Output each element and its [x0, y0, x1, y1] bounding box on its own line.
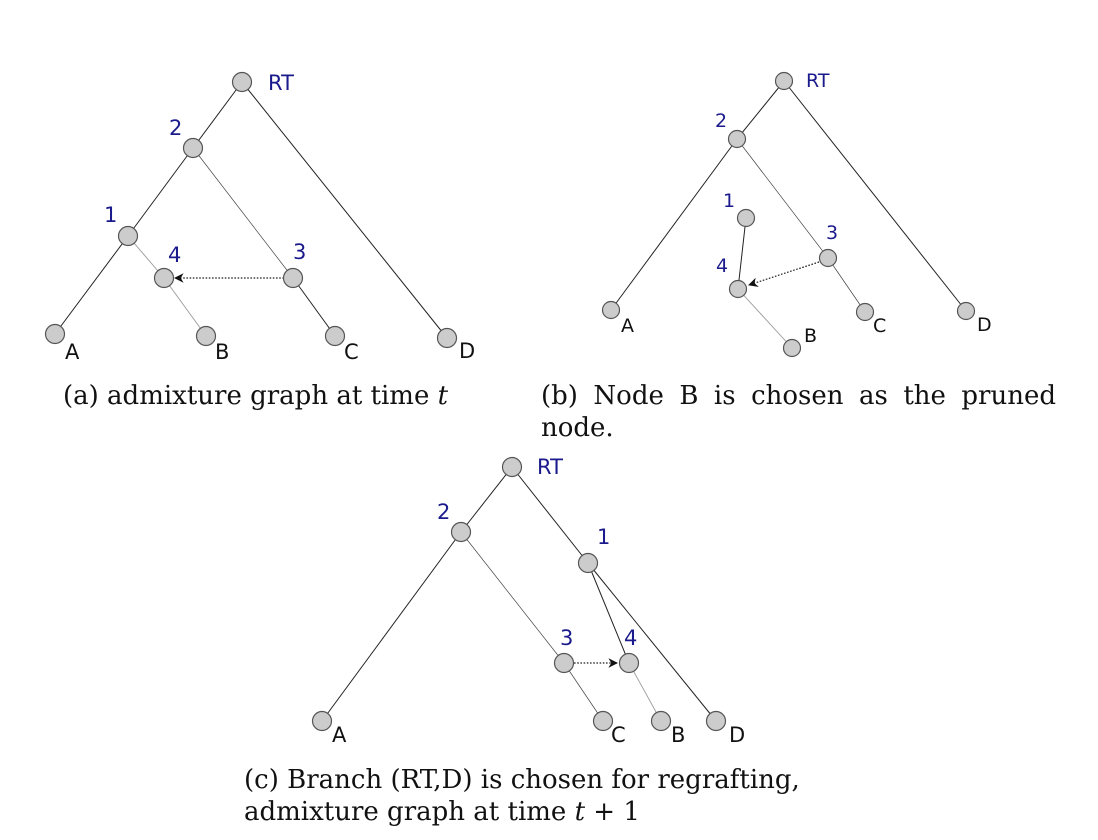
edge-2-a — [321, 531, 462, 722]
node-a — [311, 710, 333, 732]
edge-3-c — [292, 277, 336, 337]
edge-4-b — [163, 277, 207, 337]
caption-panel-a: (a) admixture graph at time t — [63, 380, 448, 412]
edge-rt-2 — [460, 466, 513, 533]
label-4: 4 — [624, 626, 637, 650]
node-c — [592, 710, 614, 732]
caption-a-var: t — [437, 381, 449, 411]
caption-panel-c: (c) Branch (RT,D) is chosen for regrafti… — [244, 764, 800, 828]
node-a — [44, 323, 66, 345]
edge-2-3 — [192, 147, 294, 279]
node-c — [855, 302, 875, 322]
admixture-arrow-3-to-4 — [748, 261, 820, 287]
edge-1-d — [587, 562, 717, 722]
label-c: C — [611, 723, 626, 747]
edge-1-4 — [587, 562, 630, 664]
panel-a-graph: RT 2 1 4 3 A B C D — [44, 71, 475, 364]
caption-c-line2-suffix: + 1 — [593, 797, 640, 827]
node-rt — [231, 71, 253, 93]
label-3: 3 — [293, 240, 306, 264]
node-3 — [818, 248, 838, 268]
node-d — [436, 327, 458, 349]
label-c: C — [344, 340, 359, 364]
label-2: 2 — [715, 110, 727, 132]
edge-1-a — [54, 235, 129, 335]
label-c: C — [873, 315, 886, 337]
label-2: 2 — [437, 500, 450, 524]
caption-c-line2-var: t — [574, 797, 586, 827]
edge-2-a — [610, 138, 738, 311]
label-4: 4 — [716, 255, 728, 277]
node-2 — [182, 137, 204, 159]
node-2 — [450, 521, 472, 543]
node-4 — [153, 267, 175, 289]
caption-c-line2: admixture graph at time t + 1 — [244, 796, 800, 828]
node-c — [324, 325, 346, 347]
label-3: 3 — [826, 222, 838, 244]
label-d: D — [977, 314, 992, 336]
edge-3-c — [827, 257, 866, 313]
edge-4-b — [737, 288, 793, 349]
edge-rt-d — [783, 80, 967, 312]
label-4: 4 — [168, 243, 181, 267]
panel-c-graph: RT 2 1 3 4 A C B D — [311, 455, 745, 747]
node-3 — [553, 652, 575, 674]
edge-3-c — [563, 662, 604, 722]
label-rt: RT — [806, 70, 830, 92]
label-d: D — [459, 339, 475, 363]
edge-rt-1 — [511, 466, 589, 564]
caption-panel-b: (b) Node B is chosen as the pruned node. — [541, 380, 1056, 444]
label-1: 1 — [597, 525, 610, 549]
label-1: 1 — [104, 203, 117, 227]
node-a — [601, 300, 621, 320]
edge-1-4 — [737, 217, 747, 290]
label-b: B — [804, 325, 817, 347]
node-d — [956, 301, 976, 321]
edge-rt-2 — [736, 80, 785, 140]
label-d: D — [729, 723, 745, 747]
label-2: 2 — [169, 116, 182, 140]
node-rt — [774, 71, 794, 91]
node-4 — [618, 652, 640, 674]
node-rt — [501, 456, 523, 478]
label-rt: RT — [537, 455, 563, 479]
label-a: A — [621, 315, 634, 337]
label-b: B — [671, 723, 685, 747]
caption-b-line2: node. — [541, 413, 614, 443]
node-1 — [117, 225, 139, 247]
node-4 — [728, 279, 748, 299]
label-rt: RT — [268, 71, 294, 95]
node-1 — [577, 552, 599, 574]
panel-b-graph: RT 2 1 3 4 A C D B — [601, 70, 992, 358]
node-b — [782, 338, 802, 358]
edge-2-3 — [460, 531, 565, 664]
caption-b-line1: (b) Node B is chosen as the pruned — [541, 381, 1056, 411]
caption-c-line2-text: admixture graph at time — [244, 797, 567, 827]
label-a: A — [65, 340, 80, 364]
label-1: 1 — [723, 190, 735, 212]
edge-2-3 — [736, 138, 829, 259]
label-3: 3 — [560, 626, 573, 650]
node-b — [650, 710, 672, 732]
caption-c-line1: (c) Branch (RT,D) is chosen for regrafti… — [244, 765, 800, 795]
edge-rt-d — [241, 81, 448, 339]
node-2 — [727, 129, 747, 149]
node-3 — [282, 267, 304, 289]
edge-2-1 — [127, 147, 194, 237]
label-a: A — [332, 723, 347, 747]
node-b — [195, 325, 217, 347]
caption-a-text: (a) admixture graph at time — [63, 381, 430, 411]
edge-4-b — [628, 662, 662, 722]
node-1 — [736, 208, 756, 228]
node-d — [705, 710, 727, 732]
edge-rt-2 — [192, 81, 243, 149]
label-b: B — [215, 340, 229, 364]
